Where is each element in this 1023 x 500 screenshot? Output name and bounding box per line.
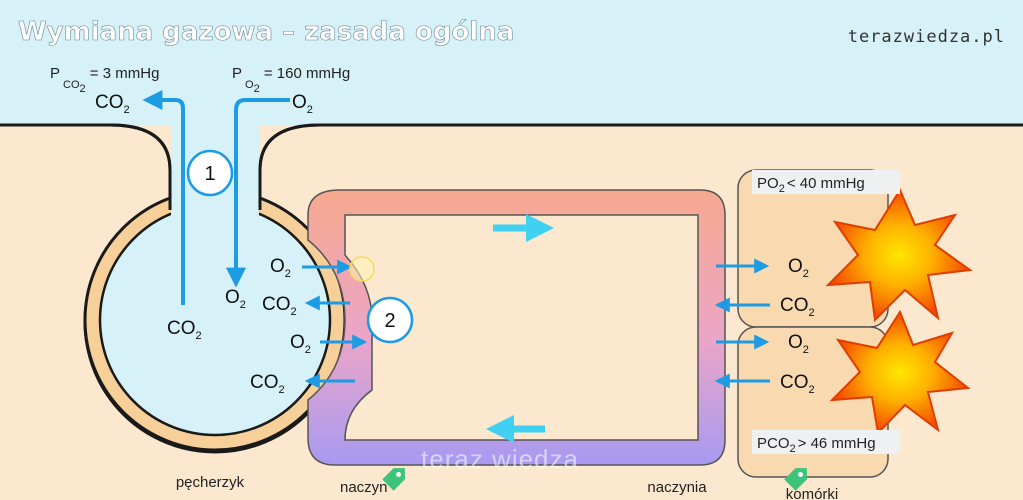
po2-tissue-box <box>752 170 900 194</box>
step-1-badge <box>186 149 234 197</box>
vessel-caption-left: naczyn <box>340 479 388 496</box>
vessel-caption-right: naczynia <box>647 479 707 496</box>
watermark: teraz wiedza <box>421 444 579 474</box>
tissue-caption: komórki <box>786 486 839 500</box>
co2-exchange-label-1: CO2 <box>262 294 297 318</box>
o2-alveolus-label: O2 <box>225 287 246 311</box>
alveolus-inner <box>98 203 332 437</box>
o2-exchange-label-2: O2 <box>290 332 311 356</box>
energy-burst-upper <box>825 187 973 323</box>
step-2-badge <box>366 296 414 344</box>
co2-alveolus-label: CO2 <box>167 318 202 342</box>
o2-tissue-label-2: O2 <box>788 332 809 356</box>
air-region <box>0 0 1023 125</box>
co2-tissue-label-2: CO2 <box>780 372 815 396</box>
energy-burst-lower <box>829 309 971 436</box>
capillary-loop <box>307 189 726 466</box>
pco2-tissue-label: PCO2> 46 mmHg <box>757 435 876 455</box>
alveolus-caption: pęcherzyk <box>176 474 245 491</box>
o2-exchange-label-1: O2 <box>270 256 291 280</box>
po2-tissue-label: PO2< 40 mmHg <box>757 175 865 195</box>
site-name: terazwiedza.pl <box>848 27 1005 47</box>
o2-inhale-arrow <box>226 98 290 288</box>
page-title: Wymiana gazowa – zasada ogólna <box>18 17 514 47</box>
cursor-highlight <box>349 256 375 282</box>
o2-air-label: O2 <box>292 92 313 116</box>
step-2-number: 2 <box>384 310 395 332</box>
co2-air-label: CO2 <box>95 92 130 116</box>
co2-tissue-label-1: CO2 <box>780 295 815 319</box>
pco2-tissue-box <box>752 430 900 454</box>
o2-tissue-label-1: O2 <box>788 256 809 280</box>
pco2-label: PCO2 = 3 mmHg <box>50 65 159 95</box>
co2-exchange-label-2: CO2 <box>250 372 285 396</box>
po2-label: PO2 = 160 mmHg <box>232 65 350 95</box>
step-1-number: 1 <box>204 163 215 185</box>
tag-icon[interactable] <box>784 462 812 491</box>
co2-exhale-arrow <box>142 90 185 305</box>
